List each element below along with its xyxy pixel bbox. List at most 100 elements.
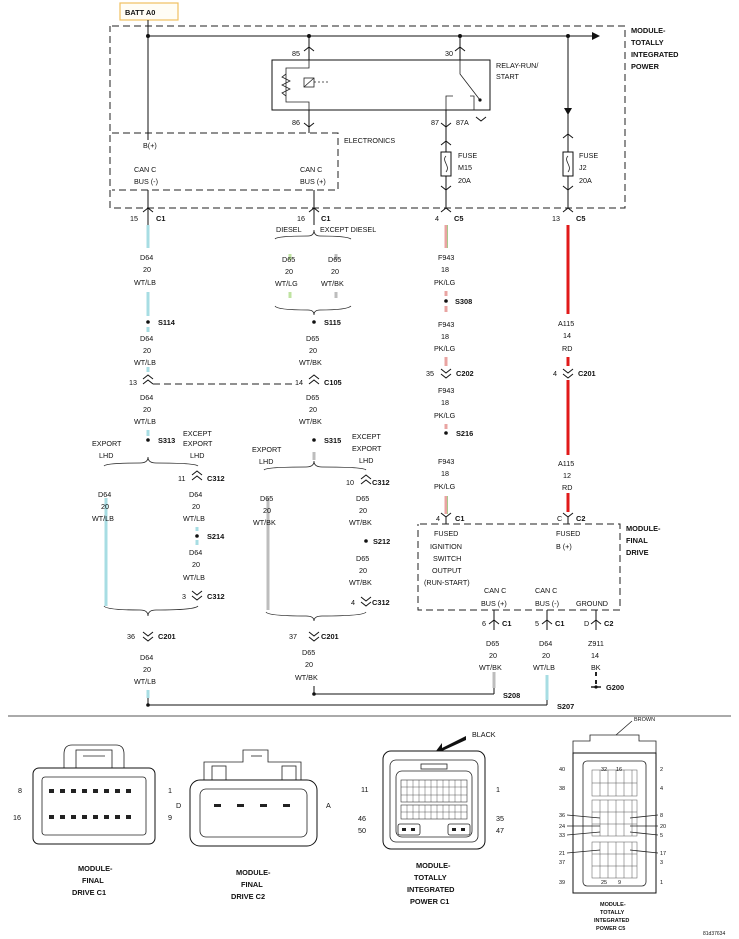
fd-pin: 5	[535, 619, 539, 628]
option-label: LHD	[99, 451, 113, 460]
option-label: EXPORT	[183, 439, 213, 448]
latch-icon	[281, 765, 297, 781]
wire-label: D64	[140, 253, 153, 262]
s114: S114	[158, 318, 176, 327]
connector-body	[189, 779, 318, 847]
pin-block	[591, 841, 638, 879]
latch-outline	[63, 744, 125, 768]
wire-label: 20	[309, 405, 317, 414]
pin-label: 37	[559, 860, 565, 866]
pin-cell	[402, 828, 406, 831]
wire-label: 20	[359, 566, 367, 575]
wire-label: WT/LG	[275, 279, 298, 288]
pin-chevron-icon	[562, 133, 574, 139]
batt-label: BATT A0	[125, 8, 155, 17]
wire-label: WT/BK	[299, 358, 322, 367]
wire-label: F943	[438, 253, 454, 262]
bplus-label: B(+)	[143, 141, 157, 150]
pin-cell	[126, 789, 131, 793]
pin-grid-lines	[401, 780, 467, 819]
fuse-m15-1: FUSE	[458, 151, 477, 160]
coil-icon	[303, 77, 315, 88]
option-brace	[103, 605, 199, 617]
pin-label: 35	[496, 814, 504, 823]
option-label: DIESEL	[276, 225, 302, 234]
relay-label-2: START	[496, 72, 520, 81]
pin-grid	[591, 769, 638, 879]
fd-title: FINAL	[626, 536, 648, 545]
callout-line	[566, 814, 601, 819]
option-label: EXPORT	[92, 439, 122, 448]
wire-label: 20	[192, 560, 200, 569]
c1-15-name: C1	[156, 214, 165, 223]
wire-label: 20	[359, 506, 367, 515]
option-label: EXCEPT	[352, 432, 381, 441]
wire-label: WT/LB	[183, 514, 205, 523]
wire-label: D65	[486, 639, 499, 648]
wire-label: 18	[441, 332, 449, 341]
wire-label: RD	[562, 483, 572, 492]
wire-label: WT/BK	[349, 578, 372, 587]
c105-13: 13	[129, 378, 137, 387]
wire-label: D65	[260, 494, 273, 503]
view-caption: MODULE-	[416, 861, 451, 870]
fd-conn: C2	[604, 619, 613, 628]
figure-id: 81d37634	[703, 931, 725, 937]
bus-arrow-icon	[592, 32, 600, 40]
s208: S208	[503, 691, 520, 700]
pin-chevron-icon	[562, 512, 574, 518]
key-slot	[420, 763, 448, 770]
pin-cell	[93, 815, 98, 819]
wire-label: BK	[591, 663, 601, 672]
pin-chevron-icon	[562, 185, 574, 191]
wire-label: D64	[98, 490, 111, 499]
c202-35: 35	[426, 369, 434, 378]
coil-slash	[303, 77, 315, 88]
c312-d: C312	[372, 598, 390, 607]
pin-cell	[260, 804, 267, 807]
wire-label: D65	[302, 648, 315, 657]
callout-line	[629, 814, 659, 819]
coil-resistor-icon	[281, 73, 291, 97]
pin-grid	[400, 779, 468, 820]
power-pins	[447, 823, 471, 836]
c5-13-name: C5	[576, 214, 585, 223]
wire-label: D64	[140, 653, 153, 662]
c312-b: C312	[207, 592, 225, 601]
coil-wire	[285, 60, 310, 110]
relay-box	[271, 59, 491, 111]
wire-label: 18	[441, 469, 449, 478]
connector-icon	[440, 368, 452, 379]
wire-label: PK/LG	[434, 482, 456, 491]
view-caption: DRIVE C2	[231, 892, 265, 901]
latch-outline	[572, 734, 657, 753]
pin-label: 2	[660, 767, 663, 773]
connector-icon	[191, 470, 203, 481]
wire-label: 18	[441, 265, 449, 274]
pin-label: 16	[616, 767, 622, 773]
splice-dot	[364, 539, 368, 543]
wire-label: 20	[331, 267, 339, 276]
callout-line	[629, 831, 659, 836]
wire-label: D65	[328, 255, 341, 264]
wire-label: PK/LG	[434, 411, 456, 420]
can-plus-column: 16 C1 DIESEL EXCEPT DIESEL D65 20 WT/LG …	[252, 190, 390, 694]
pin-label: D	[176, 801, 181, 810]
c1-16-pin: 16	[297, 214, 305, 223]
can-minus-label-1: CAN C	[134, 165, 156, 174]
batt-label-box	[119, 2, 179, 21]
connector-body	[382, 750, 486, 850]
connector-cavity	[199, 788, 308, 838]
fd-label: CAN C	[484, 586, 506, 595]
option-brace	[103, 456, 199, 467]
pin-chevron-icon	[142, 207, 154, 213]
pin-cell	[283, 804, 290, 807]
option-label: EXCEPT DIESEL	[320, 225, 376, 234]
pin-label: 8	[18, 786, 22, 795]
wire-label: D65	[306, 393, 319, 402]
s207: S207	[557, 702, 574, 711]
option-label: LHD	[359, 456, 373, 465]
callout-line	[566, 849, 601, 854]
can-minus-column: 15 C1 D64 20 WT/LB S114 D64 20 WT/LB 13 …	[92, 190, 296, 686]
s308: S308	[455, 297, 472, 306]
